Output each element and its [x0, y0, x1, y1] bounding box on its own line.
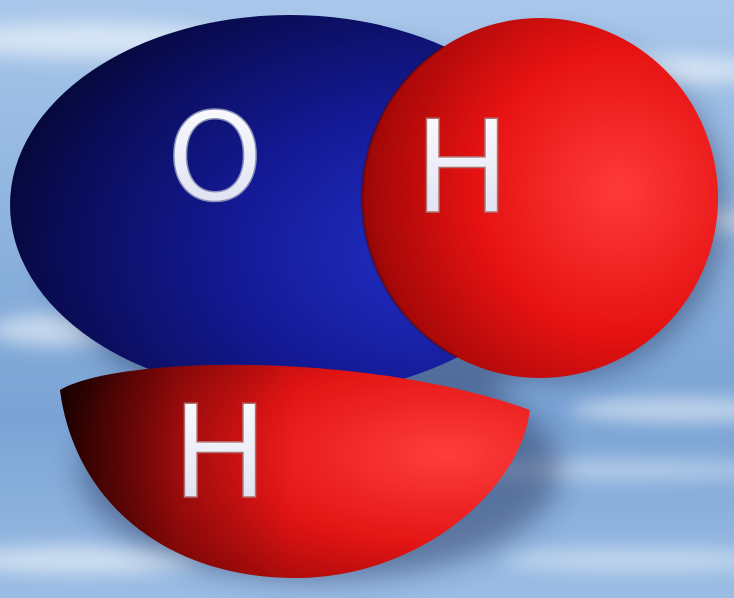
hydrogen-right-atom [362, 18, 718, 378]
oxygen-label: O [167, 87, 263, 229]
hydrogen-right-label: H [414, 94, 510, 243]
hydrogen-bottom-label: H [172, 379, 268, 528]
hydrogen-bottom-atom [60, 364, 530, 578]
